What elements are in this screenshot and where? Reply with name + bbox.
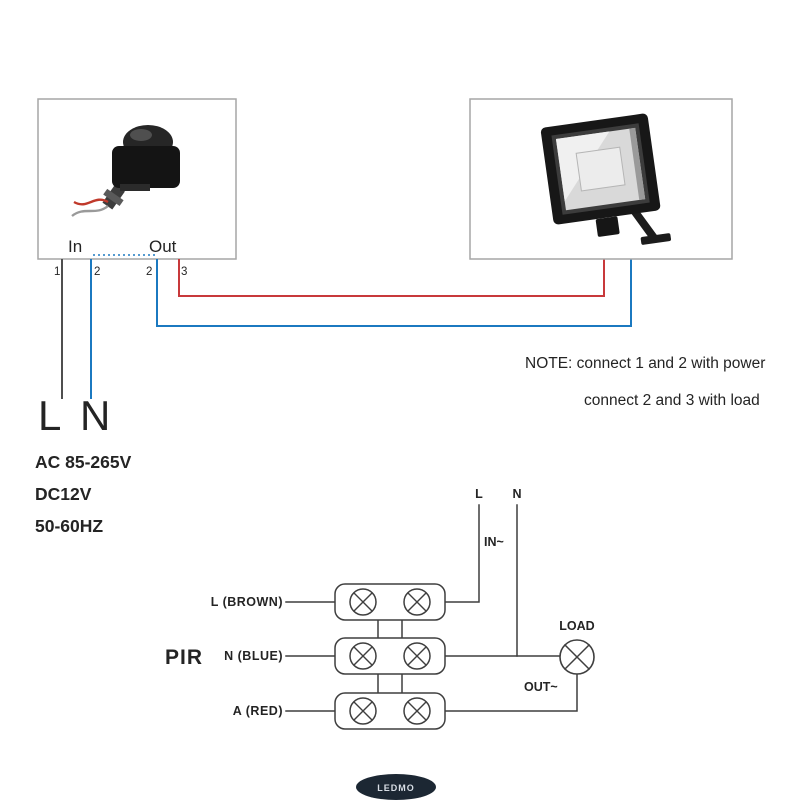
- terminal-number-2b: 2: [146, 266, 152, 278]
- sensor-red-wire: [73, 198, 109, 206]
- wire-out-red-to-load: [178, 259, 605, 297]
- floodlight-bracket-foot: [640, 233, 672, 245]
- screw-terminal: [349, 697, 377, 725]
- terminal-wiring-diagram: L N IN~: [165, 487, 595, 730]
- floodlight-bracket: [631, 209, 659, 242]
- line-n-label: N: [80, 392, 110, 439]
- pir-label: PIR: [165, 646, 203, 669]
- sensor-body: [112, 146, 180, 188]
- out-tilde-label: OUT~: [524, 680, 558, 694]
- row-label-l-brown: L (BROWN): [211, 595, 283, 609]
- screw-terminal: [349, 588, 377, 616]
- load-label: LOAD: [559, 619, 594, 633]
- load-lamp-symbol: [559, 639, 595, 675]
- in-label: In: [68, 237, 82, 256]
- terminal-row-l: [334, 583, 446, 621]
- spec-frequency: 50-60HZ: [35, 516, 103, 536]
- terminal-number-3: 3: [181, 266, 187, 278]
- diagram-l-input-line: [444, 504, 480, 603]
- diagram-l-label: L: [475, 487, 483, 501]
- screw-terminal: [403, 642, 431, 670]
- floodlight-image: [540, 113, 672, 245]
- line-l-label: L: [38, 392, 61, 439]
- stem-nut: [103, 188, 124, 207]
- note-line-2: connect 2 and 3 with load: [584, 392, 760, 409]
- screw-terminal: [403, 697, 431, 725]
- sensor-white-wire: [71, 205, 109, 217]
- diagram-n-label: N: [512, 487, 521, 501]
- floodlight-led-panel: [575, 146, 626, 192]
- pir-sensor-image: [71, 125, 180, 217]
- floodlight-junction-box: [595, 216, 620, 237]
- sensor-dome-highlight: [130, 129, 152, 141]
- row-label-a-red: A (RED): [233, 704, 283, 718]
- sensor-stem: [102, 184, 125, 210]
- watermark-logo: LEDMO: [356, 774, 436, 800]
- row-label-n-blue: N (BLUE): [224, 649, 283, 663]
- load-to-a-line: [444, 673, 578, 712]
- screw-terminal: [349, 642, 377, 670]
- watermark-text: LEDMO: [377, 783, 415, 793]
- terminal-number-2a: 2: [94, 266, 100, 278]
- spec-voltage-ac: AC 85-265V: [35, 452, 132, 472]
- floodlight-lens-shadow: [629, 127, 646, 200]
- screw-terminal: [403, 588, 431, 616]
- terminal-number-1: 1: [54, 266, 60, 278]
- out-label: Out: [149, 237, 177, 256]
- terminal-row-n: [334, 637, 446, 675]
- wire-out-blue-to-load: [156, 259, 632, 327]
- spec-voltage-dc: DC12V: [35, 484, 92, 504]
- terminal-row-a: [334, 692, 446, 730]
- in-tilde-label: IN~: [484, 535, 504, 549]
- note-line-1: NOTE: connect 1 and 2 with power: [525, 355, 765, 372]
- watermark-oval: [356, 774, 436, 800]
- sensor-collar: [120, 184, 150, 191]
